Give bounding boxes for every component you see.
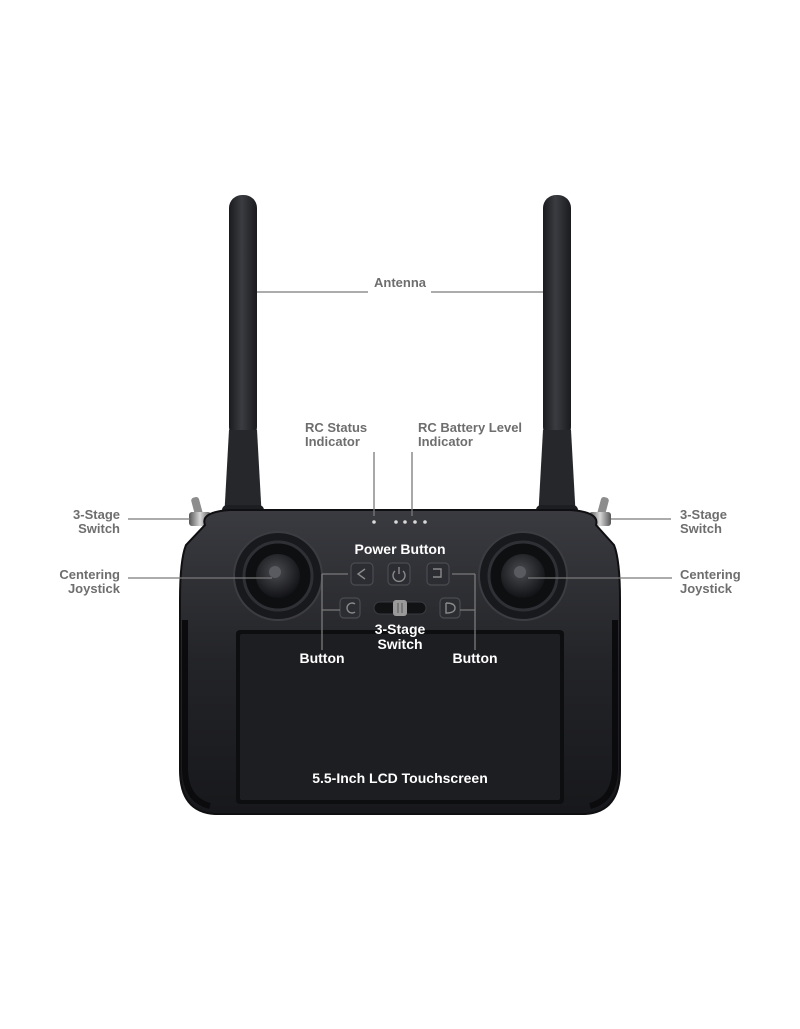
- right-joystick: [478, 531, 568, 621]
- back-button: [350, 562, 374, 586]
- left-joystick: [233, 531, 323, 621]
- right-button-label: Button: [452, 650, 498, 666]
- left-centering-joystick-label: Centering Joystick: [59, 567, 120, 596]
- right-3-stage-switch-label: 3-Stage Switch: [680, 507, 727, 536]
- left-3-stage-switch-label: 3-Stage Switch: [73, 507, 120, 536]
- status-indicator-leds: [372, 520, 427, 524]
- power-button-label: Power Button: [354, 541, 446, 557]
- lcd-touchscreen-label: 5.5-Inch LCD Touchscreen: [312, 770, 488, 786]
- antenna-label: Antenna: [374, 275, 426, 290]
- c-button: [339, 597, 361, 619]
- center-3-stage-switch: [373, 600, 427, 616]
- center-3-stage-switch-label: 3-Stage Switch: [374, 621, 426, 652]
- left-antenna: [222, 195, 264, 523]
- rc-status-indicator-label: RC Status Indicator: [305, 420, 368, 449]
- rc-battery-level-indicator-label: RC Battery Level Indicator: [418, 420, 523, 449]
- lcd-touchscreen: [236, 630, 564, 804]
- left-button-label: Button: [299, 650, 345, 666]
- custom-button: [426, 562, 450, 586]
- power-button: [387, 562, 411, 586]
- d-button: [439, 597, 461, 619]
- leader-lines: [128, 291, 672, 650]
- right-centering-joystick-label: Centering Joystick: [680, 567, 741, 596]
- right-antenna: [536, 195, 578, 523]
